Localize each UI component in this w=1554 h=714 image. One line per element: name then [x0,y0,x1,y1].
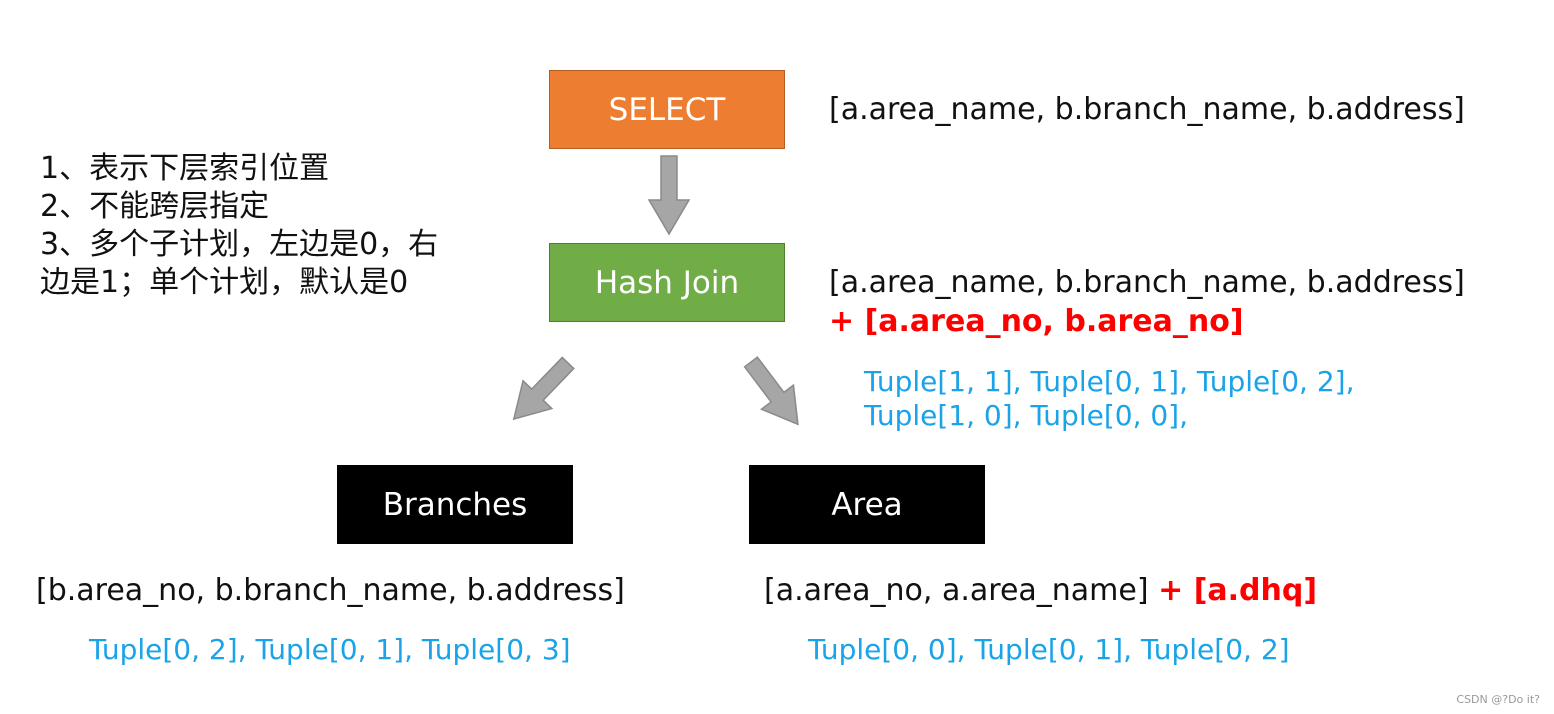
area-node-label: Area [831,486,903,523]
notes-block: 1、表示下层索引位置 2、不能跨层指定 3、多个子计划，左边是0，右 边是1；单… [40,150,438,302]
branches-node: Branches [337,465,573,544]
area-node: Area [749,465,985,544]
down-arrow-icon [648,155,690,235]
branches-tuples: Tuple[0, 2], Tuple[0, 1], Tuple[0, 3] [89,633,571,666]
hash-join-node-label: Hash Join [594,264,740,301]
select-node-label: SELECT [608,91,726,128]
branches-columns: [b.area_no, b.branch_name, b.address] [36,573,625,608]
area-columns-row: [a.area_no, a.area_name] + [a.dhq] [764,573,1317,608]
down-left-arrow-icon [498,348,584,434]
note-line: 边是1；单个计划，默认是0 [40,265,409,300]
hash-join-columns: [a.area_name, b.branch_name, b.address] [829,265,1465,300]
hash-join-node: Hash Join [549,243,785,322]
hash-join-tuples-line2: Tuple[1, 0], Tuple[0, 0], [864,399,1189,432]
select-columns: [a.area_name, b.branch_name, b.address] [829,92,1465,127]
select-node: SELECT [549,70,785,149]
watermark: CSDN @?Do it? [1456,693,1540,706]
hash-join-tuples-line1: Tuple[1, 1], Tuple[0, 1], Tuple[0, 2], [864,365,1355,398]
area-extra-columns: + [a.dhq] [1158,573,1318,608]
down-right-arrow-icon [734,349,815,438]
note-line: 1、表示下层索引位置 [40,151,330,186]
note-line: 3、多个子计划，左边是0，右 [40,227,439,262]
branches-node-label: Branches [382,486,528,523]
area-tuples: Tuple[0, 0], Tuple[0, 1], Tuple[0, 2] [808,633,1290,666]
hash-join-extra-columns: + [a.area_no, b.area_no] [829,304,1244,339]
note-line: 2、不能跨层指定 [40,189,270,224]
area-columns: [a.area_no, a.area_name] [764,573,1149,608]
